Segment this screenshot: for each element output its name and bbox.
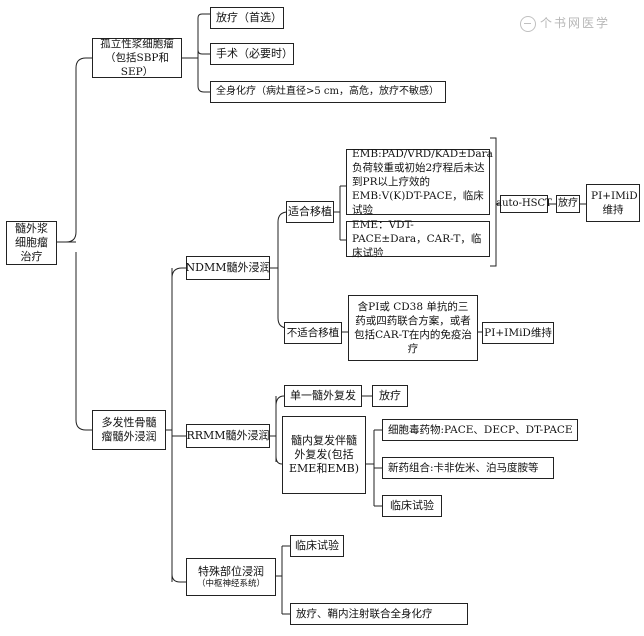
solitary-surgery-label: 手术（必要时）	[216, 47, 293, 60]
rrmm-cytotoxic: 细胞毒药物:PACE、DECP、DT-PACE	[382, 419, 578, 441]
rrmm-novel-label: 新药组合:卡非佐米、泊马度胺等	[388, 462, 539, 474]
multiple-label: 多发性骨髓瘤髓外浸润	[101, 416, 157, 443]
solitary-radiotherapy: 放疗（首选）	[210, 7, 284, 29]
ndmm-ineligible: 不适合移植	[284, 322, 342, 344]
ndmm-eligible-label: 适合移植	[288, 205, 332, 218]
rrmm-single: 单一髓外复发	[284, 385, 362, 407]
rrmm-combined: 髓内复发伴髓外复发(包括EME和EMB)	[282, 416, 366, 494]
rrmm-single-label: 单一髓外复发	[290, 389, 356, 402]
ndmm-ineligible-plan: 含PI或 CD38 单抗的三药或四药联合方案，或者包括CAR-T在内的免疫治疗	[348, 295, 478, 361]
ndmm-ineligible-label: 不适合移植	[286, 327, 340, 339]
rrmm-trial: 临床试验	[382, 495, 442, 517]
rrmm-cytotoxic-label: 细胞毒药物:PACE、DECP、DT-PACE	[388, 424, 573, 436]
ndmm-eme: EME：VDT-PACE±Dara，CAR-T，临床试验	[346, 219, 490, 259]
watermark-text: 个书网医学	[540, 16, 611, 30]
special-trial: 临床试验	[290, 535, 344, 557]
connector-root-multiple	[75, 252, 92, 431]
solitary-chemo-label: 全身化疗（病灶直径>5 cm，高危，放疗不敏感）	[216, 86, 440, 97]
rrmm-novel: 新药组合:卡非佐米、泊马度胺等	[382, 457, 554, 479]
rrmm-trial-label: 临床试验	[390, 499, 434, 512]
special-label: 特殊部位浸润	[197, 564, 264, 578]
rrmm-node: RRMM髓外浸润	[186, 424, 270, 448]
ndmm-ahsct: auto-HSCT	[496, 195, 552, 213]
solitary-chemo: 全身化疗（病灶直径>5 cm，高危，放疗不敏感）	[210, 81, 446, 103]
ndmm-emb: EMB:PAD/VRD/KAD±Dara负荷较重或初始2疗程后未达到PR以上疗效…	[346, 148, 493, 216]
ndmm-ineligible-plan-label: 含PI或 CD38 单抗的三药或四药联合方案，或者包括CAR-T在内的免疫治疗	[354, 301, 472, 355]
special-sublabel: （中枢神经系统）	[196, 578, 265, 589]
multiple-node: 多发性骨髓瘤髓外浸润	[92, 410, 166, 450]
ndmm-ineligible-maintenance: PI+IMiD维持	[482, 322, 554, 344]
solitary-surgery: 手术（必要时）	[210, 43, 294, 65]
ndmm-maintenance-label: PI+IMiD维持	[591, 190, 638, 216]
ndmm-radio: 放疗	[556, 195, 580, 213]
special-node: 特殊部位浸润 （中枢神经系统）	[186, 558, 276, 596]
ndmm-maintenance: PI+IMiD维持	[586, 184, 640, 222]
solitary-label: 孤立性浆细胞瘤（包括SBP和SEP）	[100, 38, 174, 78]
rrmm-combined-label: 髓内复发伴髓外复发(包括EME和EMB)	[289, 434, 359, 475]
watermark: 个书网医学	[520, 14, 610, 32]
connector-root-solitary	[57, 57, 92, 243]
special-trial-label: 临床试验	[295, 539, 339, 552]
ndmm-eligible: 适合移植	[286, 201, 334, 223]
ndmm-emb-label: EMB:PAD/VRD/KAD±Dara负荷较重或初始2疗程后未达到PR以上疗效…	[352, 148, 493, 216]
watermark-logo-icon	[520, 15, 536, 32]
special-intrathecal-label: 放疗、鞘内注射联合全身化疗	[296, 608, 433, 620]
ndmm-label: NDMM髓外浸润	[185, 261, 271, 274]
special-intrathecal: 放疗、鞘内注射联合全身化疗	[290, 603, 468, 625]
ndmm-eme-label: EME：VDT-PACE±Dara，CAR-T，临床试验	[352, 219, 482, 259]
solitary-node: 孤立性浆细胞瘤（包括SBP和SEP）	[92, 38, 182, 78]
root-label: 髓外浆细胞瘤治疗	[15, 222, 48, 263]
rrmm-single-treatment-label: 放疗	[379, 389, 401, 402]
solitary-radiotherapy-label: 放疗（首选）	[216, 11, 282, 24]
root-node: 髓外浆细胞瘤治疗	[6, 221, 57, 265]
rrmm-single-treatment: 放疗	[372, 385, 408, 407]
rrmm-label: RRMM髓外浸润	[186, 429, 270, 442]
ndmm-radio-label: 放疗	[558, 198, 578, 209]
ndmm-ineligible-maintenance-label: PI+IMiD维持	[484, 327, 552, 339]
ndmm-ahsct-label: auto-HSCT	[496, 198, 552, 209]
ndmm-node: NDMM髓外浸润	[185, 256, 271, 280]
